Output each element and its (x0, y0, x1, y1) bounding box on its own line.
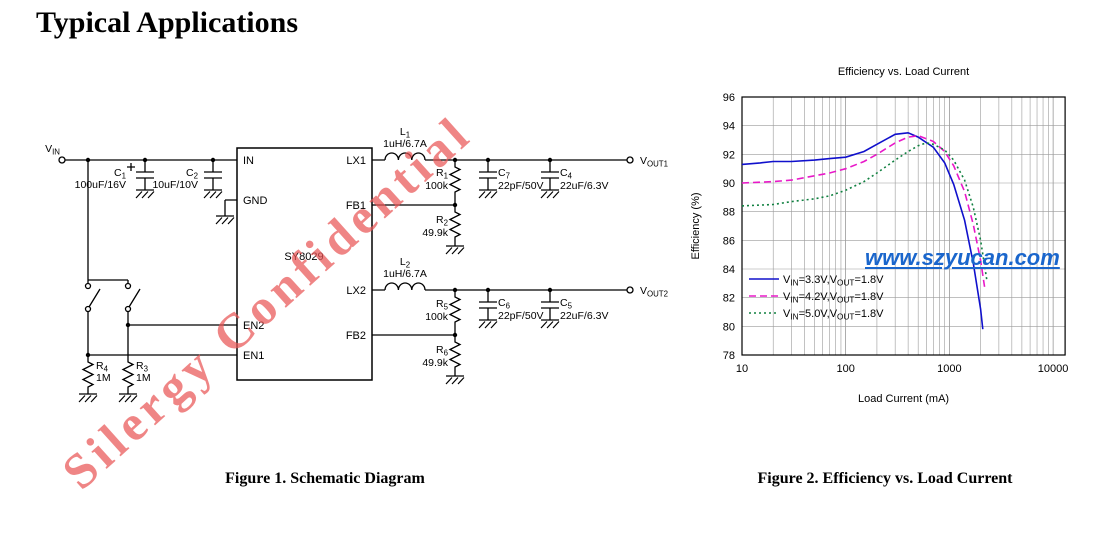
r5-name-label: R5 (436, 298, 449, 312)
c2-capacitor (203, 159, 223, 199)
enable-switches (84, 282, 132, 313)
c2-name-label: C2 (186, 167, 198, 181)
x-tick-label: 1000 (937, 363, 961, 375)
page-title: Typical Applications (36, 6, 299, 39)
r3-value-label: 1M (136, 372, 151, 384)
vout1-label: VOUT1 (640, 155, 668, 169)
r6-value-label: 49.9k (422, 357, 448, 369)
pin-en2-label: EN2 (243, 320, 264, 332)
pin-lx2-label: LX2 (346, 285, 366, 297)
y-tick-label: 96 (723, 92, 735, 104)
c6-capacitor (478, 289, 498, 329)
r2-name-label: R2 (436, 214, 448, 228)
l1-value-label: 1uH/6.7A (383, 138, 427, 150)
figure2-chart: 78 80 82 84 86 88 90 92 94 96 10 100 1000 10000 Effici… (685, 55, 1114, 420)
l2-inductor (384, 282, 426, 291)
r4-resistor (78, 359, 98, 403)
c2-value-label: 10uF/10V (152, 179, 198, 191)
chart-frame (741, 96, 1066, 356)
pin-en1-label: EN1 (243, 350, 264, 362)
r2-value-label: 49.9k (422, 227, 448, 239)
c4-capacitor (540, 159, 560, 199)
y-tick-label: 80 (723, 321, 735, 333)
y-tick-label: 78 (723, 350, 735, 362)
c6-value-label: 22pF/50V (498, 310, 544, 322)
chart-gridlines (742, 97, 1066, 355)
l2-value-label: 1uH/6.7A (383, 268, 427, 280)
junction-dots (85, 157, 553, 358)
pin-lx1-label: LX1 (346, 155, 366, 167)
c1-name-label: C1 (114, 167, 126, 181)
r4-name-label: R4 (96, 360, 109, 374)
switch-blades (88, 288, 141, 308)
x-axis-label: Load Current (mA) (858, 393, 949, 405)
c5-name-label: C5 (560, 297, 573, 311)
r5-resistor (449, 294, 461, 326)
r1-value-label: 100k (425, 180, 449, 192)
r1-name-label: R1 (436, 167, 448, 181)
x-tick-label: 100 (837, 363, 855, 375)
series-line-2 (741, 142, 988, 281)
y-axis-label: Efficiency (%) (690, 192, 702, 259)
y-tick-label: 82 (723, 293, 735, 305)
r1-resistor (449, 164, 461, 196)
schematic-canvas: SY8029 IN GND EN2 EN1 LX1 FB1 LX2 FB2 VI… (45, 126, 668, 403)
terminals (58, 156, 634, 294)
c6-name-label: C6 (498, 297, 511, 311)
y-tick-label: 90 (723, 178, 735, 190)
y-tick-label: 94 (723, 121, 735, 133)
c7-name-label: C7 (498, 167, 510, 181)
r5-value-label: 100k (425, 311, 449, 323)
r4-value-label: 1M (96, 372, 111, 384)
c1-value-label: 100uF/16V (75, 179, 126, 191)
vout2-label: VOUT2 (640, 285, 668, 299)
x-tick-label: 10 (736, 363, 748, 375)
vout2-terminal (626, 286, 634, 294)
x-tick-label: 10000 (1038, 363, 1069, 375)
pin-fb1-label: FB1 (346, 200, 366, 212)
series-line-1 (741, 134, 986, 290)
r3-name-label: R3 (136, 360, 149, 374)
c1-capacitor (135, 159, 155, 199)
schematic-wires (62, 159, 627, 394)
legend-label-1: VIN=4.2V,VOUT=1.8V (783, 291, 884, 305)
l1-name-label: L1 (400, 126, 410, 140)
r6-resistor (445, 339, 465, 385)
gnd-pin-ground (215, 215, 235, 225)
figure1-caption: Figure 1. Schematic Diagram (225, 470, 425, 487)
legend-label-2: VIN=5.0V,VOUT=1.8V (783, 308, 884, 322)
y-tick-label: 86 (723, 235, 735, 247)
pin-in-label: IN (243, 155, 254, 167)
plus-sign (127, 163, 135, 171)
c7-value-label: 22pF/50V (498, 180, 544, 192)
c4-value-label: 22uF/6.3V (560, 180, 608, 192)
y-tick-label: 92 (723, 149, 735, 161)
components (78, 152, 560, 403)
legend-label-0: VIN=3.3V,VOUT=1.8V (783, 274, 884, 288)
r3-resistor (118, 359, 138, 403)
l1-inductor (384, 152, 426, 161)
c5-capacitor (540, 289, 560, 329)
ic-name-label: SY8029 (284, 251, 323, 263)
y-tick-label: 84 (723, 264, 735, 276)
r6-name-label: R6 (436, 344, 449, 358)
y-tick-label: 88 (723, 207, 735, 219)
vin-terminal (58, 156, 66, 164)
ic-body (236, 147, 373, 381)
pin-fb2-label: FB2 (346, 330, 366, 342)
c7-capacitor (478, 159, 498, 199)
c4-name-label: C4 (560, 167, 573, 181)
figure1-schematic: SY8029 IN GND EN2 EN1 LX1 FB1 LX2 FB2 VI… (30, 110, 680, 470)
vin-label: VIN (45, 143, 60, 157)
figure2-caption: Figure 2. Efficiency vs. Load Current (757, 470, 1013, 487)
pin-gnd-label: GND (243, 195, 268, 207)
chart-title: Efficiency vs. Load Current (838, 66, 969, 78)
l2-name-label: L2 (400, 256, 410, 270)
r2-resistor (445, 209, 465, 255)
series-line-0 (741, 131, 984, 330)
c5-value-label: 22uF/6.3V (560, 310, 608, 322)
vout1-terminal (626, 156, 634, 164)
efficiency-plot: 78 80 82 84 86 88 90 92 94 96 10 100 1000 10000 Effici… (690, 66, 1069, 405)
